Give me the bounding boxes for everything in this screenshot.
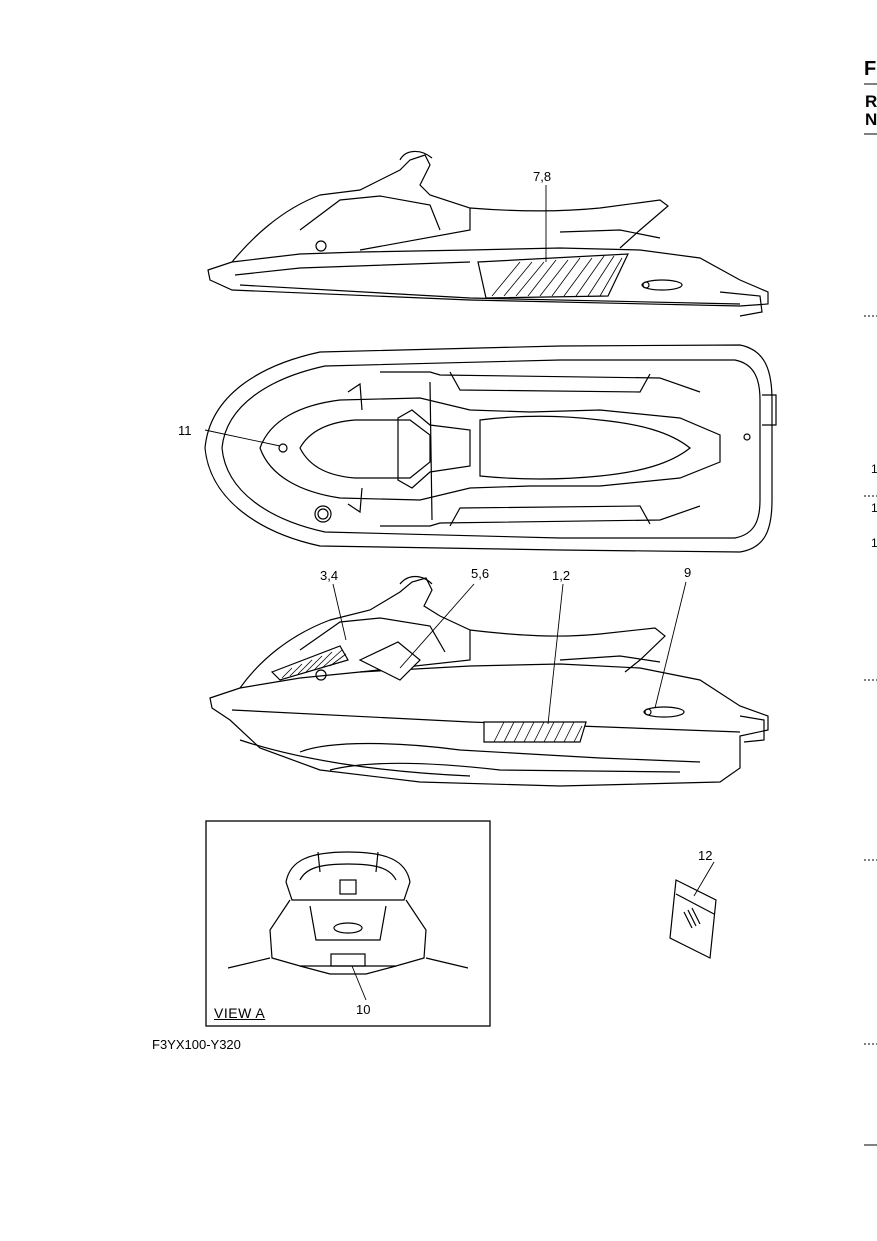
callout-label: 9 (684, 565, 692, 580)
view-a-label: VIEW A (214, 1005, 266, 1021)
side-letter: R (865, 92, 877, 111)
watercraft-top-view (204, 344, 777, 553)
watercraft-side-view-top (207, 150, 769, 317)
leader-lines (204, 185, 715, 1001)
side-letter: F (864, 58, 877, 80)
side-letter: N (865, 110, 877, 129)
side-number: 1 (871, 462, 877, 476)
callout-label: 3,4 (320, 568, 339, 583)
side-number: 1 (871, 501, 877, 515)
callout-label: 1,2 (552, 568, 571, 583)
side-number: 1 (871, 536, 877, 550)
margin-rules (864, 83, 877, 1146)
decal-sheet (669, 879, 717, 959)
callout-label: 5,6 (471, 566, 490, 581)
callout-label: 12 (698, 848, 713, 863)
watercraft-rear-view (227, 851, 469, 975)
callout-label: 7,8 (533, 169, 552, 184)
callout-label: 11 (178, 423, 192, 438)
view-a-frame (205, 820, 491, 1027)
callout-label: 10 (356, 1002, 371, 1017)
watercraft-side-view-middle (209, 575, 769, 787)
figure-code: F3YX100-Y320 (152, 1037, 241, 1052)
